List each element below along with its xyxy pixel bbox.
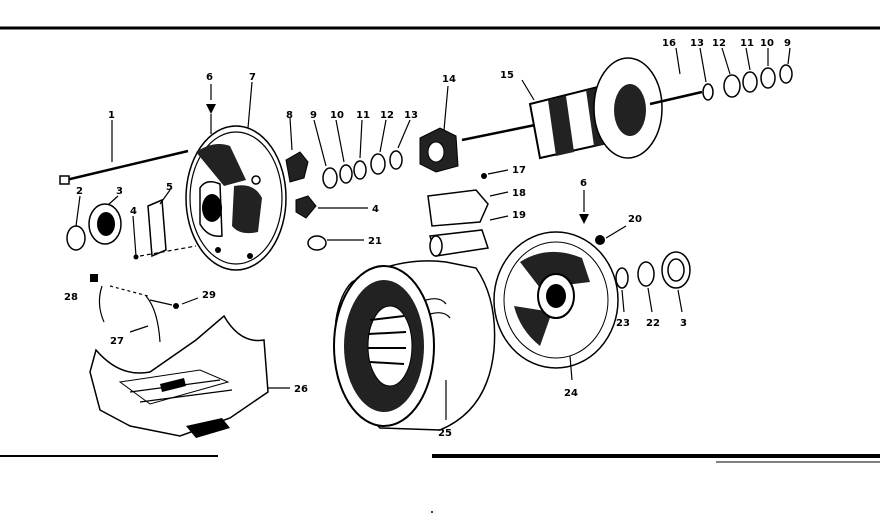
bearing-cover-right bbox=[661, 251, 691, 313]
screw-left bbox=[132, 215, 139, 260]
label-8: 8 bbox=[286, 110, 293, 121]
washer-stack-right bbox=[675, 47, 793, 101]
felt-washer bbox=[66, 195, 86, 251]
label-10-left: 10 bbox=[330, 110, 344, 121]
label-18: 18 bbox=[512, 188, 526, 199]
bearing-cover-left bbox=[88, 195, 122, 245]
label-27: 27 bbox=[110, 336, 124, 347]
label-11-right: 11 bbox=[740, 38, 754, 49]
washer-front bbox=[615, 267, 629, 313]
label-19: 19 bbox=[512, 210, 526, 221]
through-bolt bbox=[59, 120, 189, 185]
label-6-left: 6 bbox=[206, 72, 213, 83]
label-14: 14 bbox=[442, 74, 456, 85]
label-11-left: 11 bbox=[356, 110, 370, 121]
cover-plate bbox=[139, 189, 197, 258]
label-4-right: 4 bbox=[372, 204, 379, 215]
label-9-left: 9 bbox=[310, 110, 317, 121]
label-12-left: 12 bbox=[380, 110, 394, 121]
rear-end-shield bbox=[185, 81, 287, 271]
label-15: 15 bbox=[500, 70, 514, 81]
label-23: 23 bbox=[616, 318, 630, 329]
label-10-right: 10 bbox=[760, 38, 774, 49]
felt-washer-front bbox=[637, 261, 655, 313]
label-6-right: 6 bbox=[580, 178, 587, 189]
label-24: 24 bbox=[564, 388, 578, 399]
centrifugal-switch bbox=[285, 117, 317, 219]
screw-top-left bbox=[206, 84, 216, 134]
stray-dot bbox=[431, 511, 433, 513]
label-1: 1 bbox=[108, 110, 115, 121]
rotor-shaft bbox=[461, 57, 703, 160]
label-25: 25 bbox=[438, 428, 452, 439]
mounting-clamp bbox=[90, 274, 199, 343]
label-16: 16 bbox=[662, 38, 676, 49]
label-5: 5 bbox=[166, 182, 173, 193]
label-2: 2 bbox=[76, 186, 83, 197]
label-3-left: 3 bbox=[116, 186, 123, 197]
label-13-right: 13 bbox=[690, 38, 704, 49]
label-28: 28 bbox=[64, 292, 78, 303]
label-13-left: 13 bbox=[404, 110, 418, 121]
label-4-left: 4 bbox=[130, 206, 137, 217]
label-20: 20 bbox=[628, 214, 642, 225]
label-29: 29 bbox=[202, 290, 216, 301]
o-ring bbox=[307, 235, 364, 251]
capacitor bbox=[427, 169, 509, 257]
screw-end-shield bbox=[595, 225, 627, 245]
label-7: 7 bbox=[249, 72, 256, 83]
label-3-right: 3 bbox=[680, 318, 687, 329]
label-9-right: 9 bbox=[784, 38, 791, 49]
governor-assembly bbox=[419, 85, 459, 173]
screw-top-right bbox=[579, 190, 589, 224]
label-12-right: 12 bbox=[712, 38, 726, 49]
front-end-shield bbox=[493, 231, 619, 381]
label-21: 21 bbox=[368, 236, 382, 247]
label-17: 17 bbox=[512, 165, 526, 176]
label-22: 22 bbox=[646, 318, 660, 329]
washer-stack-left bbox=[313, 119, 411, 189]
stator bbox=[333, 260, 496, 431]
label-26: 26 bbox=[294, 384, 308, 395]
mounting-base bbox=[89, 314, 290, 438]
